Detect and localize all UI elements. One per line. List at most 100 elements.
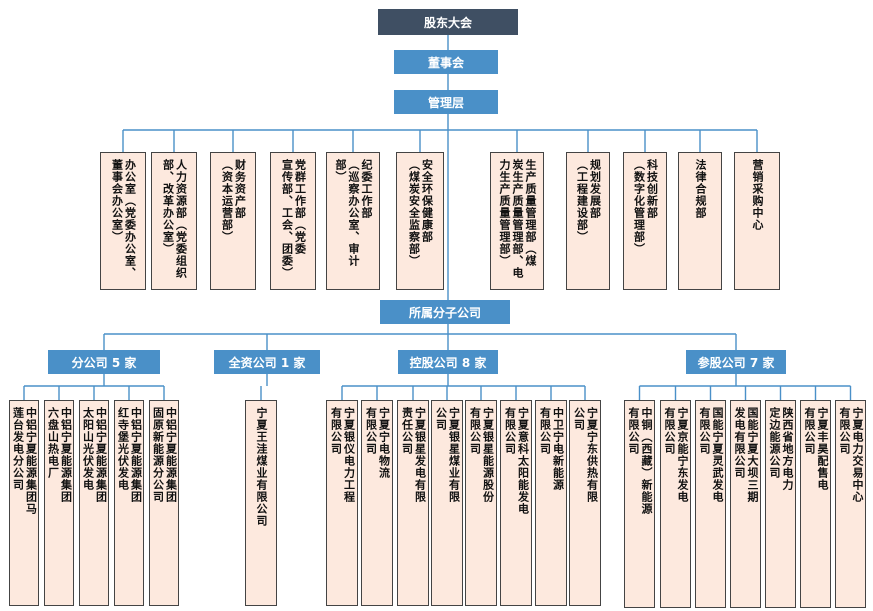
company-card: 中铝宁夏能源集团马莲台发电分公司 — [9, 400, 39, 606]
group-label-2: 控股公司 8 家 — [398, 350, 498, 374]
card-text-line: （煤炭安全监察部） — [407, 159, 421, 267]
department-card: 办公室（党委办公室、董事会办公室） — [100, 152, 146, 290]
company-card: 宁夏银星发电有限责任公司 — [397, 400, 429, 606]
card-text-line: 宁夏电力交易中心 — [851, 407, 864, 503]
card-text-line: 发电有限公司 — [733, 407, 746, 479]
company-card: 宁夏王洼煤业有限公司 — [245, 400, 277, 606]
department-card: 科技创新部（数字化管理部） — [623, 152, 667, 290]
card-text-line: 有限公司 — [803, 407, 816, 455]
department-card: 生产质量管理部（煤炭生产质量管理部、电力生产质量管理部） — [490, 152, 544, 290]
board-node: 董事会 — [394, 50, 498, 74]
card-text-line: 有限公司 — [698, 407, 711, 455]
card-text-line: 宁夏银星能源股份 — [481, 407, 495, 503]
card-text-line: 公司 — [572, 407, 586, 431]
card-text-line: （数字化管理部） — [632, 159, 646, 255]
card-text-line: 定边能源公司 — [768, 407, 781, 479]
company-card: 宁夏宁东供热有限公司 — [569, 400, 601, 606]
card-text-line: 中铝宁夏能源集团 — [59, 407, 73, 503]
card-text-line: 部） — [334, 159, 347, 183]
card-text-line: （资本运营部） — [220, 159, 234, 243]
card-text-line: 部、改革办公室） — [161, 159, 175, 255]
group-label-3: 参股公司 7 家 — [686, 350, 786, 374]
department-card: 法律合规部 — [678, 152, 722, 290]
card-text-line: 中铝宁夏能源集团 — [94, 407, 108, 503]
company-card: 宁夏银星能源股份有限公司 — [465, 400, 497, 606]
company-card: 国能宁夏灵武发电有限公司 — [695, 400, 726, 608]
card-text-line: 宁夏银星煤业有限 — [447, 407, 461, 503]
card-text-line: 生产质量管理部（煤 — [524, 159, 537, 267]
card-text-line: 营销采购中心 — [751, 159, 764, 231]
group-label-0: 分公司 5 家 — [48, 350, 160, 374]
card-text-line: 有限公司 — [627, 407, 640, 455]
card-text-line: （巡察办公室、审计 — [347, 159, 360, 267]
department-card: 营销采购中心 — [734, 152, 780, 290]
card-text-line: 董事会办公室） — [110, 159, 124, 243]
company-card: 宁夏宁电物流有限公司 — [361, 400, 393, 606]
card-text-line: 宁夏京能宁东发电 — [676, 407, 689, 503]
card-text-line: 宁夏银仪电力工程 — [342, 407, 356, 503]
department-card: 党群工作部（党委宣传部、工会、团委） — [270, 152, 316, 290]
card-text-line: 宣传部、工会、团委） — [280, 159, 294, 279]
company-card: 国能宁夏大坝三期发电有限公司 — [730, 400, 761, 608]
company-card: 宁夏意科太阳能发电有限公司 — [500, 400, 532, 606]
company-card: 中铜（西藏）新能源有限公司 — [624, 400, 655, 608]
card-text-line: 财务资产部 — [233, 159, 247, 219]
card-text-line: 纪委工作部 — [360, 159, 373, 219]
department-card: 规划发展部（工程建设部） — [566, 152, 610, 290]
company-card: 宁夏银星煤业有限公司 — [431, 400, 463, 606]
company-card: 中铝宁夏能源集团红寺堡光伏发电 — [114, 400, 144, 606]
card-text-line: 宁夏王洼煤业有限公司 — [255, 407, 268, 527]
card-text-line: 人力资源部（党委组织 — [174, 159, 188, 279]
card-text-line: 宁夏银星发电有限 — [413, 407, 427, 503]
company-card: 宁夏京能宁东发电有限公司 — [660, 400, 691, 608]
card-text-line: 固原新能源分公司 — [151, 407, 165, 503]
card-text-line: 有限公司 — [503, 407, 517, 455]
card-text-line: 中铜（西藏）新能源 — [640, 407, 653, 515]
management-node: 管理层 — [394, 90, 498, 114]
card-text-line: 莲台发电分公司 — [11, 407, 25, 491]
card-text-line: （工程建设部） — [575, 159, 589, 243]
card-text-line: 法律合规部 — [694, 159, 707, 219]
card-text-line: 力生产质量管理部） — [498, 159, 511, 267]
card-text-line: 宁夏宁电物流 — [377, 407, 391, 479]
department-card: 纪委工作部（巡察办公室、审计部） — [326, 152, 380, 290]
department-card: 安全环保健康部（煤炭安全监察部） — [396, 152, 444, 290]
card-text-line: 有限公司 — [663, 407, 676, 455]
card-text-line: 办公室（党委办公室、 — [123, 159, 137, 279]
card-text-line: 党群工作部（党委 — [293, 159, 307, 255]
card-text-line: 有限公司 — [329, 407, 343, 455]
company-card: 宁夏丰昊配售电有限公司 — [800, 400, 831, 608]
card-text-line: 有限公司 — [364, 407, 378, 455]
card-text-line: 太阳山光伏发电 — [81, 407, 95, 491]
card-text-line: 科技创新部 — [645, 159, 659, 219]
group-label-1: 全资公司 1 家 — [214, 350, 320, 374]
company-card: 陕西省地方电力定边能源公司 — [765, 400, 796, 608]
shareholders-node: 股东大会 — [378, 9, 518, 35]
card-text-line: 陕西省地方电力 — [781, 407, 794, 491]
card-text-line: 中铝宁夏能源集团 — [129, 407, 143, 503]
card-text-line: 六盘山热电厂 — [46, 407, 60, 479]
card-text-line: 责任公司 — [400, 407, 414, 455]
card-text-line: 有限公司 — [468, 407, 482, 455]
department-card: 人力资源部（党委组织部、改革办公室） — [151, 152, 197, 290]
department-card: 财务资产部（资本运营部） — [210, 152, 256, 290]
card-text-line: 宁夏宁东供热有限 — [585, 407, 599, 503]
card-text-line: 炭生产质量管理部、电 — [511, 159, 524, 279]
card-text-line: 中铝宁夏能源集团马 — [24, 407, 38, 515]
company-card: 中卫宁电新能源有限公司 — [535, 400, 567, 606]
card-text-line: 国能宁夏大坝三期 — [746, 407, 759, 503]
company-card: 宁夏电力交易中心有限公司 — [835, 400, 866, 608]
card-text-line: 有限公司 — [838, 407, 851, 455]
company-card: 中铝宁夏能源集团六盘山热电厂 — [44, 400, 74, 606]
card-text-line: 中铝宁夏能源集团 — [164, 407, 178, 503]
card-text-line: 公司 — [434, 407, 448, 431]
subsidiaries-node: 所属分子公司 — [380, 300, 510, 324]
card-text-line: 安全环保健康部 — [420, 159, 434, 243]
company-card: 宁夏银仪电力工程有限公司 — [326, 400, 358, 606]
card-text-line: 中卫宁电新能源 — [551, 407, 565, 491]
card-text-line: 国能宁夏灵武发电 — [711, 407, 724, 503]
card-text-line: 红寺堡光伏发电 — [116, 407, 130, 491]
company-card: 中铝宁夏能源集团固原新能源分公司 — [149, 400, 179, 606]
